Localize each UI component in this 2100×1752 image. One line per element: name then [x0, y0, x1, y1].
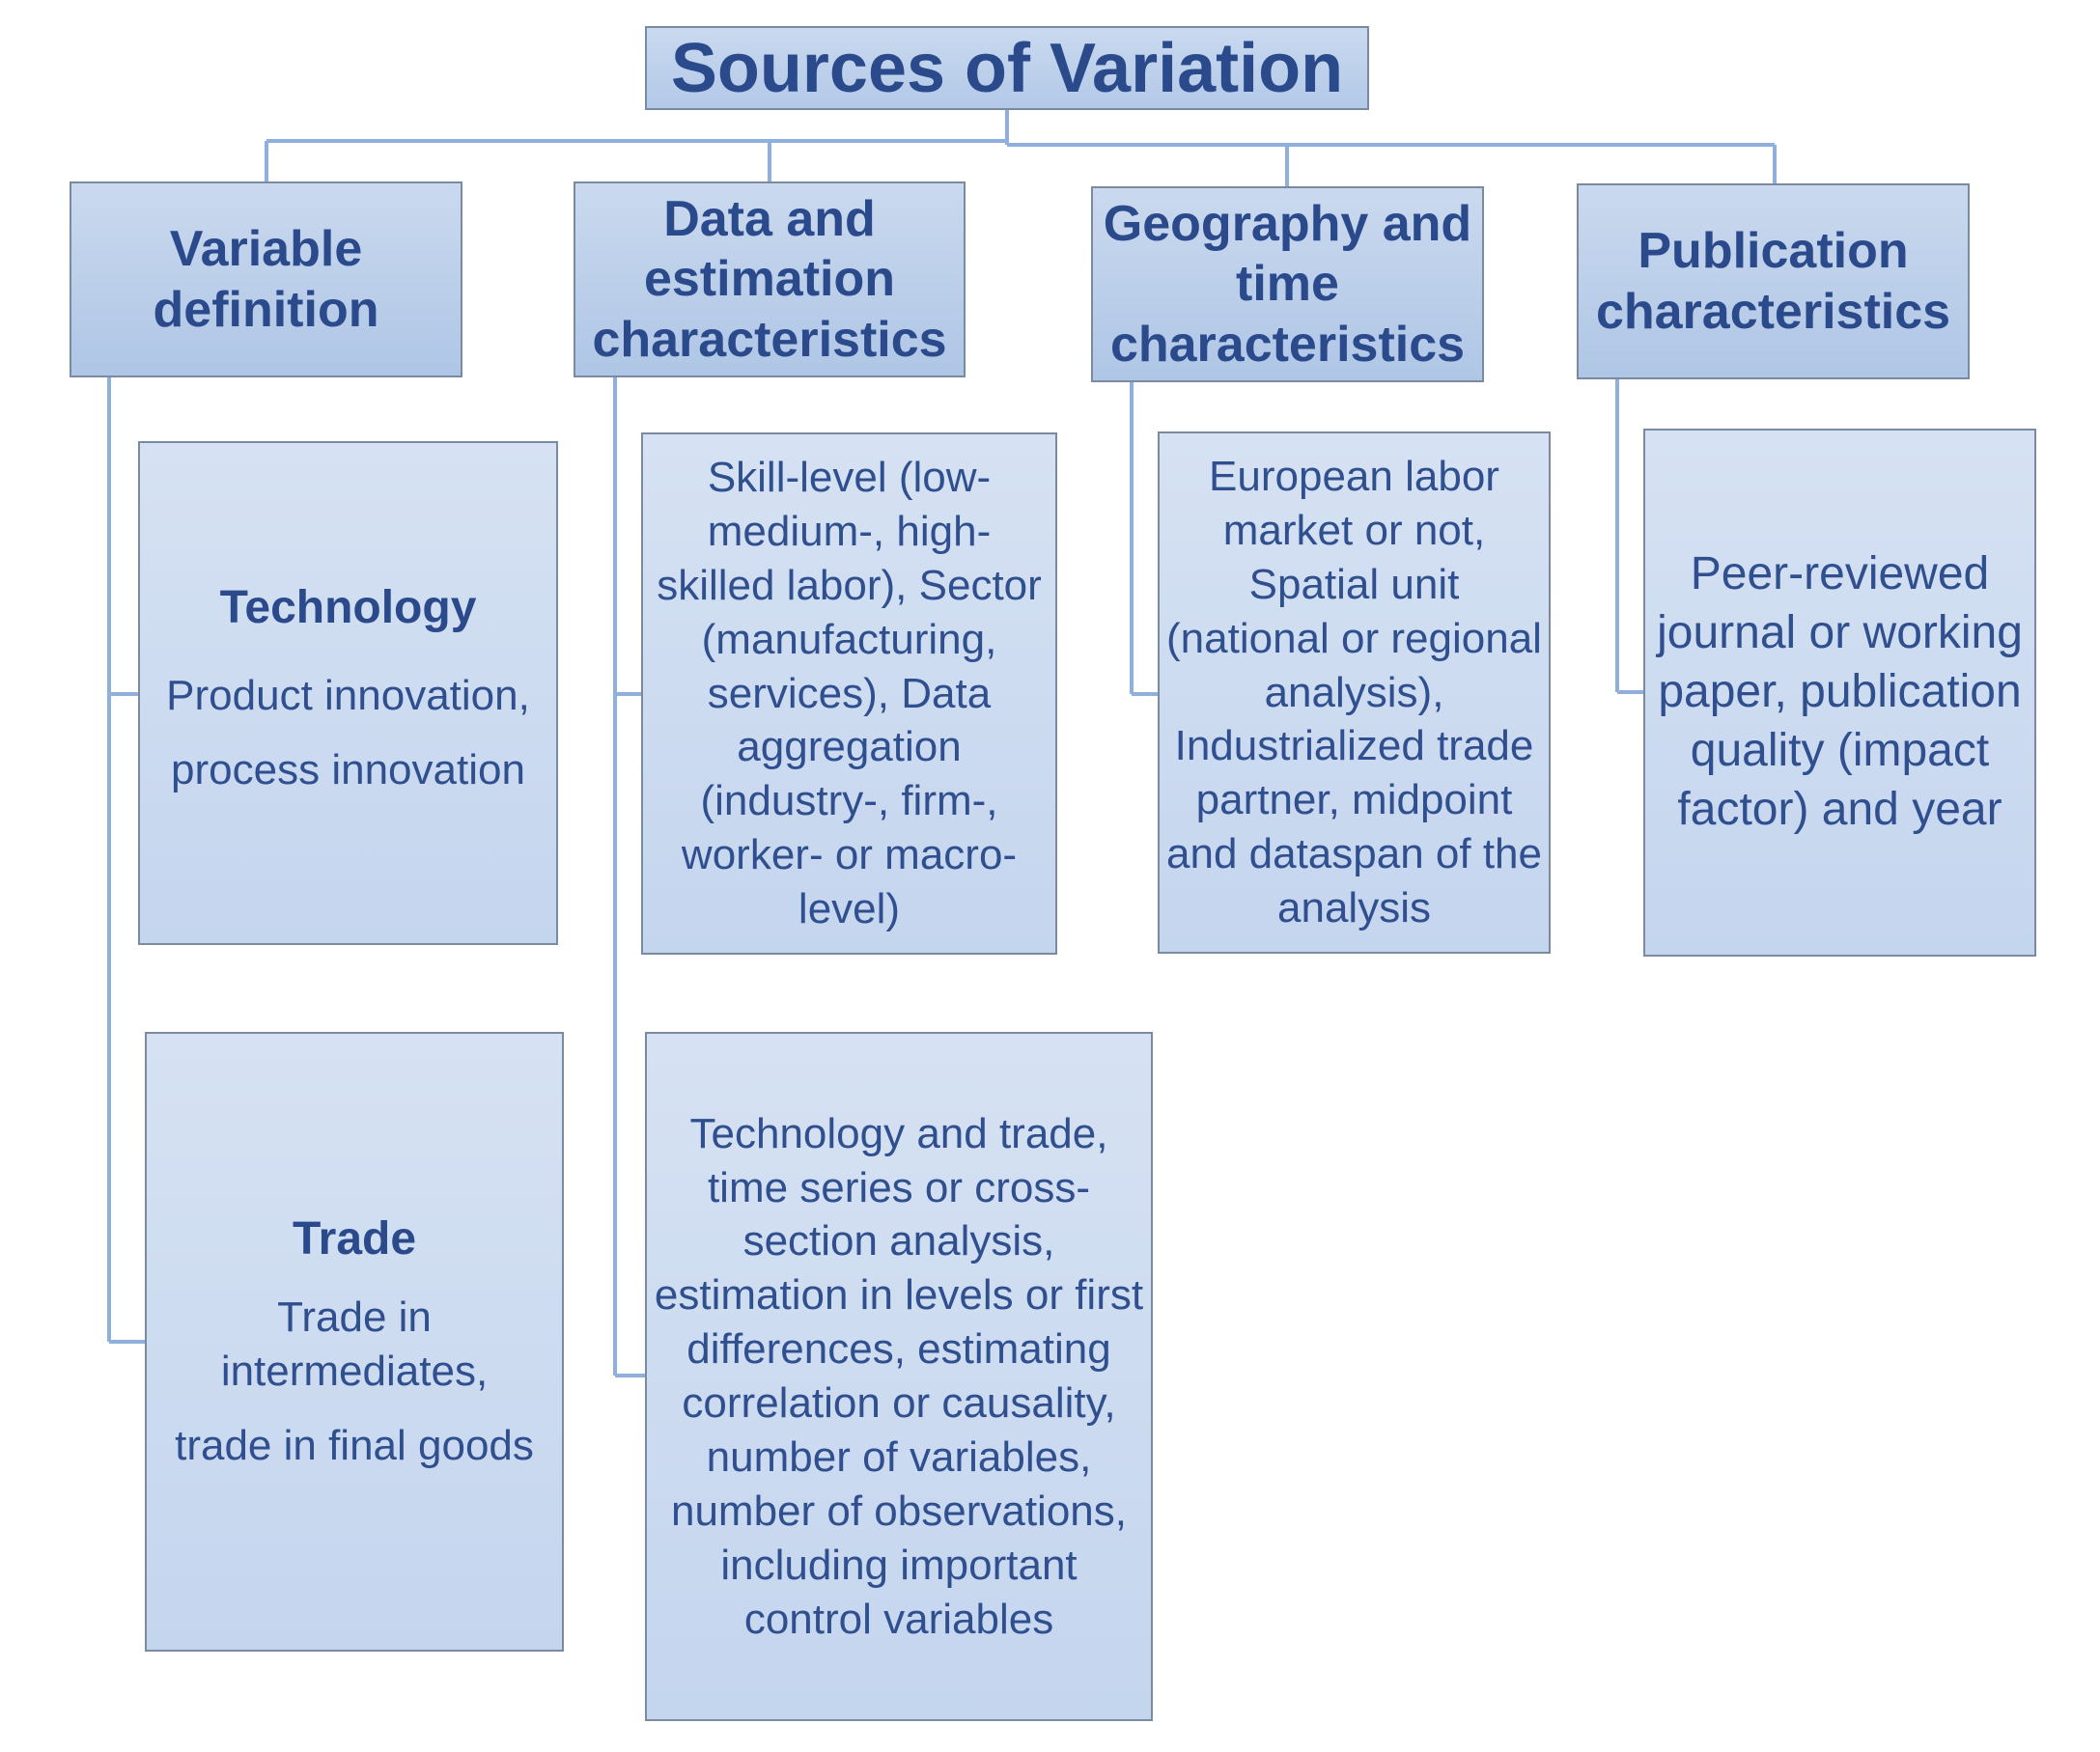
leaf-text: Peer-reviewed journal or working paper, …: [1657, 548, 2023, 835]
leaf-geography-time: European labor market or not, Spatial un…: [1158, 431, 1551, 954]
root-title: Sources of Variation: [670, 29, 1344, 107]
category-label: Geography and time characteristics: [1103, 195, 1472, 373]
leaf-line: Product innovation,: [166, 672, 530, 720]
leaf-publication: Peer-reviewed journal or working paper, …: [1643, 429, 2036, 957]
leaf-data-skill-sector: Skill-level (low- medium-, high-skilled …: [641, 432, 1057, 955]
leaf-title: Trade: [292, 1212, 417, 1265]
category-label: Data and estimation characteristics: [592, 190, 947, 368]
leaf-text: European labor market or not, Spatial un…: [1166, 453, 1542, 932]
leaf-trade: Trade Trade in intermediates, trade in f…: [145, 1032, 564, 1652]
category-publication: Publication characteristics: [1577, 183, 1970, 379]
leaf-text: Skill-level (low- medium-, high-skilled …: [657, 454, 1042, 933]
leaf-line: trade in final goods: [175, 1422, 534, 1470]
category-data-estimation: Data and estimation characteristics: [574, 181, 966, 377]
category-label: Publication characteristics: [1595, 223, 1951, 340]
category-label: Variable definition: [153, 221, 379, 338]
category-geography-time: Geography and time characteristics: [1091, 186, 1484, 382]
leaf-technology: Technology Product innovation, process i…: [138, 441, 558, 945]
leaf-line: process innovation: [171, 746, 525, 794]
leaf-line: Trade in intermediates,: [220, 1293, 489, 1395]
root-node: Sources of Variation: [645, 26, 1369, 110]
leaf-title: Technology: [219, 581, 477, 633]
leaf-data-estimation-method: Technology and trade, time series or cro…: [645, 1032, 1153, 1721]
category-variable-definition: Variable definition: [70, 181, 462, 377]
leaf-text: Technology and trade, time series or cro…: [654, 1109, 1144, 1643]
